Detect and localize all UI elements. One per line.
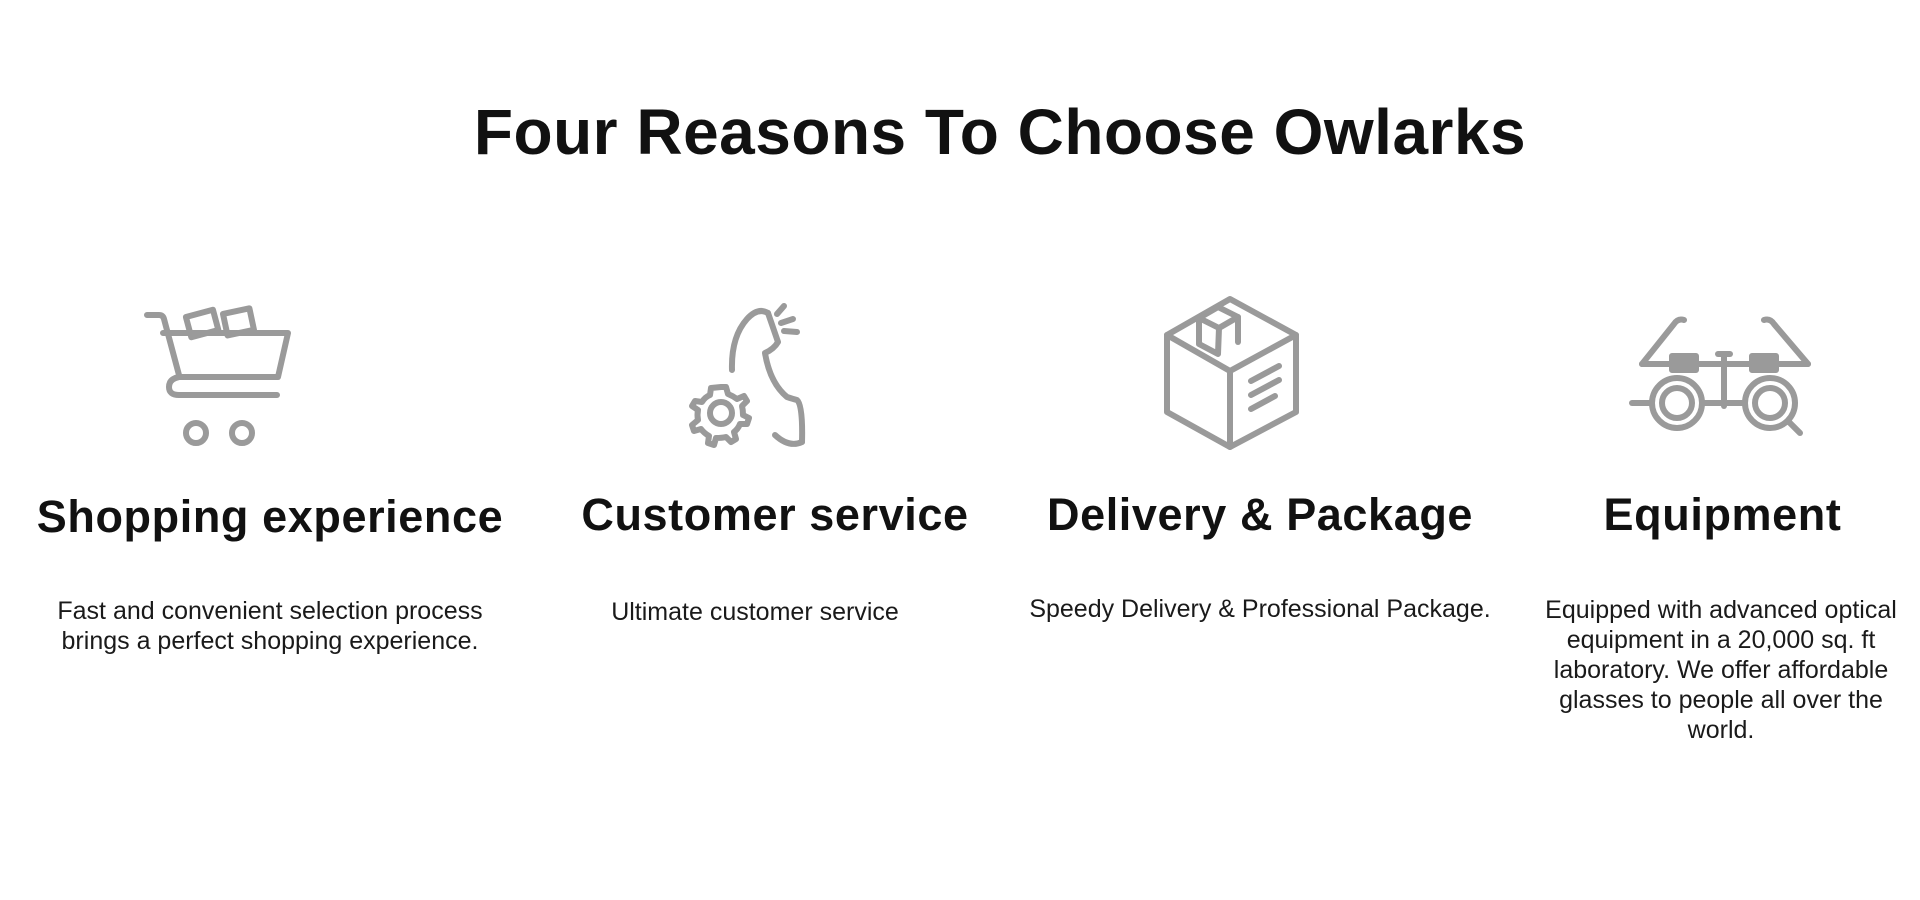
feature-heading: Delivery & Package [1046, 489, 1474, 540]
feature-customer-service: Customer service Ultimate customer servi… [570, 0, 980, 900]
feature-delivery-package: Delivery & Package Speedy Delivery & Pro… [1005, 0, 1515, 900]
shopping-cart-icon [144, 305, 295, 455]
feature-heading: Equipment [1603, 489, 1842, 540]
feature-description: Speedy Delivery & Professional Package. [1029, 595, 1491, 623]
optical-glasses-icon [1629, 312, 1822, 442]
feature-heading: Customer service [581, 489, 969, 540]
package-box-icon [1163, 295, 1313, 450]
phone-gear-icon [685, 303, 835, 455]
feature-description: Equipped with advanced optical equipment… [1545, 596, 1897, 744]
feature-description: Ultimate customer service [611, 598, 899, 626]
feature-shopping-experience: Shopping experience Fast and convenient … [20, 0, 520, 900]
feature-heading: Shopping experience [36, 491, 504, 542]
feature-equipment: Equipment Equipped with advanced optical… [1530, 0, 1915, 900]
feature-description: Fast and convenient selection process br… [57, 597, 483, 655]
page-title: Four Reasons To Choose Owlarks [473, 96, 1527, 168]
